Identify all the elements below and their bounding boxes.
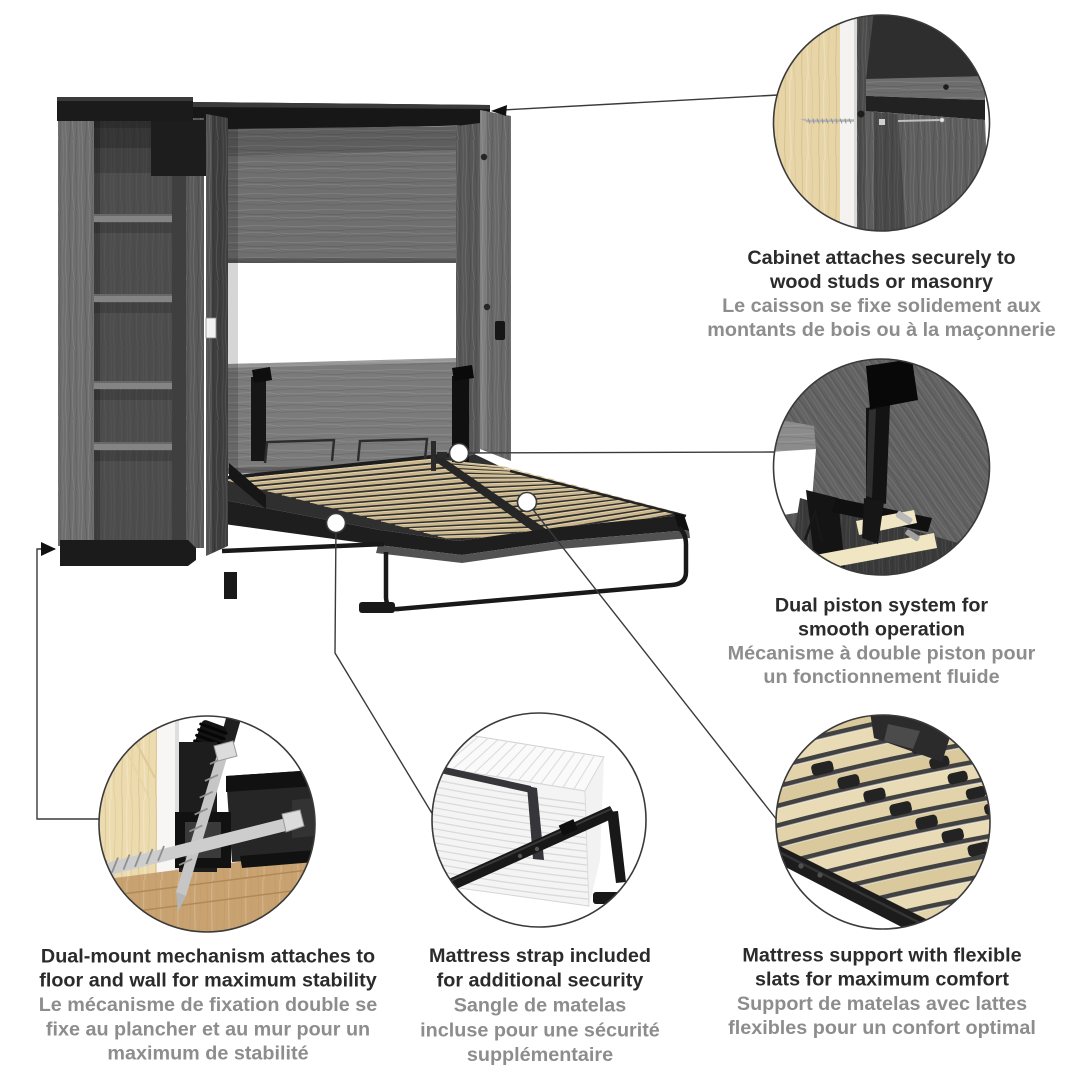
svg-text:flexibles pour un confort opti: flexibles pour un confort optimal [728,1017,1036,1039]
svg-text:Mattress support with flexible: Mattress support with flexible [742,944,1021,966]
svg-text:Support de matelas avec lattes: Support de matelas avec lattes [737,993,1027,1015]
svg-text:incluse pour une sécurité: incluse pour une sécurité [420,1019,660,1041]
svg-text:Le caisson se fixe solidement: Le caisson se fixe solidement aux [722,295,1041,317]
svg-text:for additional security: for additional security [437,970,644,992]
svg-text:montants de bois ou à la maçon: montants de bois ou à la maçonnerie [707,319,1055,341]
svg-text:supplémentaire: supplémentaire [467,1044,613,1066]
svg-text:wood studs or masonry: wood studs or masonry [769,271,993,293]
svg-text:Cabinet attaches securely to: Cabinet attaches securely to [747,247,1015,269]
svg-text:floor and wall for maximum sta: floor and wall for maximum stability [39,970,376,992]
svg-text:Le mécanisme de fixation doubl: Le mécanisme de fixation double se [39,994,378,1016]
svg-text:smooth operation: smooth operation [798,619,965,641]
svg-text:slats for maximum comfort: slats for maximum comfort [755,969,1009,991]
svg-text:Mattress strap included: Mattress strap included [429,945,651,967]
svg-text:Dual piston system for: Dual piston system for [775,595,989,617]
svg-text:Dual-mount mechanism attaches: Dual-mount mechanism attaches to [41,945,375,967]
svg-text:maximum de stabilité: maximum de stabilité [107,1043,308,1065]
svg-text:Mécanisme à double piston pour: Mécanisme à double piston pour [728,642,1036,664]
svg-text:un fonctionnement fluide: un fonctionnement fluide [763,666,999,688]
svg-text:fixe au plancher et au mur pou: fixe au plancher et au mur pour un [46,1018,370,1040]
svg-text:Sangle de matelas: Sangle de matelas [454,995,627,1017]
